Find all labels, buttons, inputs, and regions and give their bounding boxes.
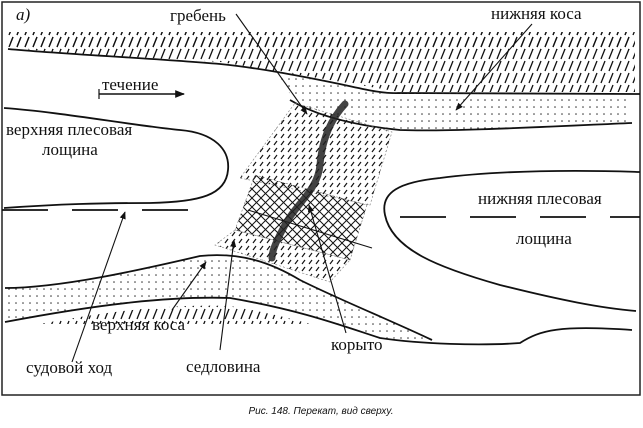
label-upper-pool-2: лощина [42,140,98,159]
lower-spit [275,74,630,131]
label-lower-pool-1: нижняя плесовая [478,189,602,208]
riffle-crest-zone [214,102,393,283]
lower-spit-pointer [455,23,533,111]
label-lower-pool-2: лощина [516,229,572,248]
upper-pool-outline [3,107,229,209]
trough [268,100,349,262]
label-lower-spit: нижняя коса [491,4,582,23]
panel-label: а) [16,5,31,24]
leader-lines [71,13,533,363]
label-upper-pool-1: верхняя плесовая [6,120,132,139]
trough-pointer [307,204,347,334]
upper-spit-pointer [171,261,207,311]
saddle-pointer [219,239,237,351]
lower-bank [4,296,633,346]
figure-caption: Рис. 148. Перекат, вид сверху. [248,406,393,417]
label-upper-spit: верхняя коса [92,315,186,334]
channel-axis [2,209,640,218]
crest-pointer [235,13,308,115]
current-arrow [98,89,185,99]
lower-pool-outline [383,169,641,312]
label-fairway: судовой ход [26,358,113,377]
label-current: течение [102,75,158,94]
label-trough: корыто [331,335,383,354]
fairway-pointer [71,211,126,363]
label-crest: гребень [170,6,226,25]
label-saddle: седловина [186,357,261,376]
